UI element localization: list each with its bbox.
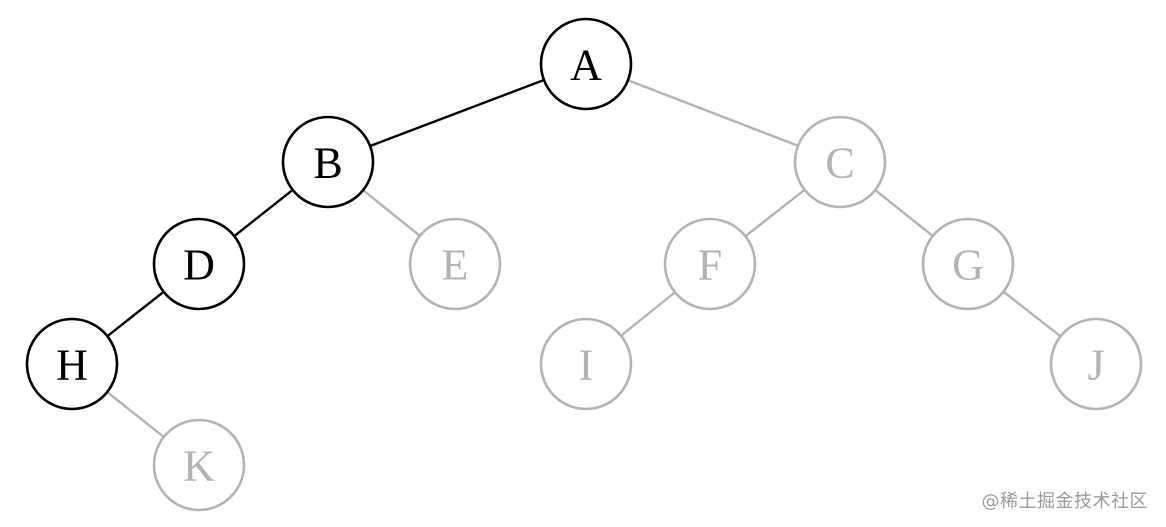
- tree-node-k: K: [152, 418, 246, 512]
- node-label: J: [1087, 341, 1104, 390]
- edge-c-g: [874, 189, 934, 237]
- tree-node-c: C: [793, 115, 887, 209]
- edge-a-c: [627, 79, 799, 147]
- tree-node-f: F: [663, 217, 757, 311]
- edge-b-e: [362, 189, 421, 237]
- edge-c-f: [744, 188, 806, 238]
- node-circle: [408, 217, 502, 311]
- edge-f-i: [620, 291, 676, 337]
- tree-node-d: D: [152, 217, 246, 311]
- node-label: C: [825, 139, 854, 188]
- edge-a-b: [369, 78, 545, 148]
- edge-g-j: [1002, 290, 1062, 338]
- edge-b-d: [233, 188, 294, 238]
- node-circle: [663, 217, 757, 311]
- edges-layer: [106, 78, 1062, 438]
- node-label: E: [442, 241, 469, 290]
- node-circle: [152, 217, 246, 311]
- node-label: B: [313, 139, 342, 188]
- node-circle: [1049, 317, 1143, 411]
- node-circle: [539, 17, 633, 111]
- tree-node-j: J: [1049, 317, 1143, 411]
- tree-node-i: I: [539, 317, 633, 411]
- node-label: G: [952, 241, 984, 290]
- edge-d-h: [106, 290, 165, 338]
- tree-node-a: A: [539, 17, 633, 111]
- watermark-text: @稀土掘金技术社区: [981, 491, 1148, 512]
- tree-node-h: H: [25, 317, 119, 411]
- node-label: I: [579, 341, 594, 390]
- tree-node-g: G: [921, 217, 1015, 311]
- node-label: A: [570, 41, 602, 90]
- node-label: D: [183, 241, 215, 290]
- edge-h-k: [106, 391, 165, 438]
- tree-node-b: B: [281, 115, 375, 209]
- node-circle: [793, 115, 887, 209]
- node-circle: [25, 317, 119, 411]
- node-label: F: [698, 241, 722, 290]
- node-circle: [281, 115, 375, 209]
- node-circle: [152, 418, 246, 512]
- node-label: K: [183, 442, 215, 491]
- tree-node-e: E: [408, 217, 502, 311]
- node-circle: [539, 317, 633, 411]
- node-circle: [921, 217, 1015, 311]
- nodes-layer: A B C D E F G H I J K: [25, 17, 1143, 512]
- node-label: H: [56, 341, 88, 390]
